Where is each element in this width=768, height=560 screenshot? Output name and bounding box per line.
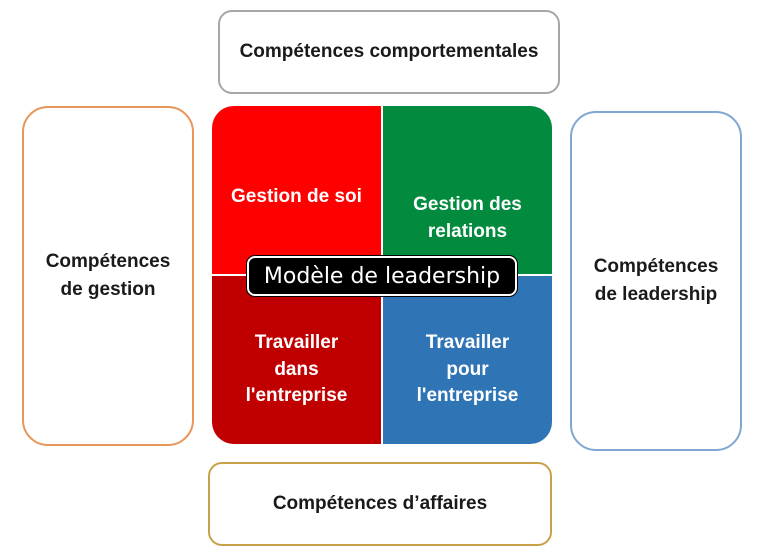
- business-skills-box: Compétences d’affaires: [208, 462, 552, 546]
- behavioral-skills-box: Compétences comportementales: [218, 10, 560, 94]
- management-skills-line-2: de gestion: [60, 279, 156, 300]
- quadrant-relationship-management: Gestion des relations: [383, 106, 552, 274]
- leadership-quadrant-grid: Gestion de soi Gestion des relations Tra…: [212, 106, 552, 444]
- quadrant-self-management-label: Gestion de soi: [231, 184, 362, 211]
- quadrant-work-in-company-line-1: Travailler: [254, 332, 339, 353]
- management-skills-label: Compétences de gestion: [46, 248, 171, 303]
- leadership-skills-label: Compétences de leadership: [594, 253, 719, 308]
- leadership-model-label: Modèle de leadership: [247, 256, 517, 296]
- quadrant-work-in-company-line-2: dans: [274, 358, 319, 380]
- leadership-skills-line-2: de leadership: [594, 284, 718, 305]
- quadrant-self-management-line-1: Gestion de soi: [231, 186, 362, 207]
- quadrant-work-in-company-label: Travailler dans l'entreprise: [246, 330, 348, 410]
- quadrant-self-management: Gestion de soi: [212, 106, 381, 274]
- leadership-skills-line-1: Compétences: [593, 256, 719, 278]
- quadrant-work-for-company: Travailler pour l'entreprise: [383, 276, 552, 444]
- behavioral-skills-label: Compétences comportementales: [239, 41, 539, 63]
- business-skills-label: Compétences d’affaires: [272, 493, 488, 515]
- quadrant-work-for-company-line-2: pour: [446, 358, 489, 380]
- quadrant-work-in-company-line-3: l'entreprise: [245, 385, 348, 407]
- leadership-skills-box: Compétences de leadership: [570, 111, 742, 451]
- management-skills-box: Compétences de gestion: [22, 106, 194, 446]
- quadrant-relationship-management-line-1: Gestion des: [413, 194, 522, 215]
- quadrant-relationship-management-label: Gestion des relations: [413, 192, 522, 245]
- management-skills-line-1: Compétences: [45, 251, 171, 273]
- quadrant-work-for-company-label: Travailler pour l'entreprise: [417, 330, 519, 410]
- quadrant-work-in-company: Travailler dans l'entreprise: [212, 276, 381, 444]
- quadrant-work-for-company-line-1: Travailler: [425, 332, 510, 353]
- quadrant-relationship-management-line-2: relations: [427, 220, 508, 242]
- quadrant-work-for-company-line-3: l'entreprise: [416, 385, 519, 407]
